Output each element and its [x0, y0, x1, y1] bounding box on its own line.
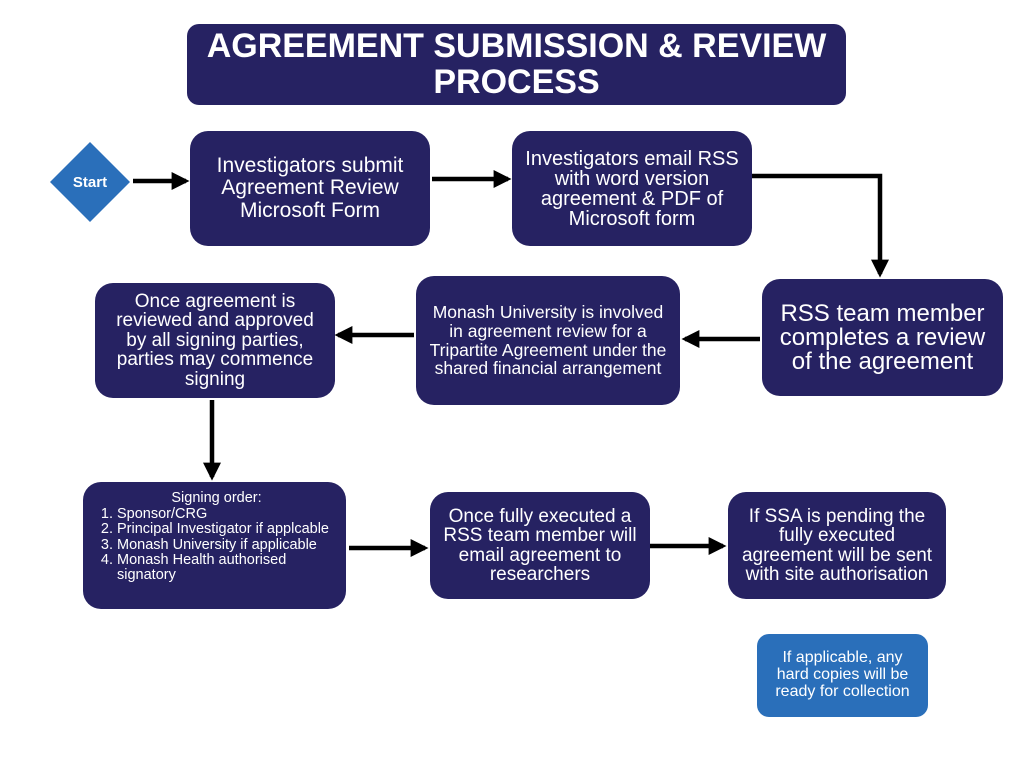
- step-submit-form-text: Investigators submit Agreement Review Mi…: [216, 154, 404, 222]
- step-signing-order: Signing order: Sponsor/CRG Principal Inv…: [83, 482, 346, 609]
- signing-order-item: Monash University if applicable: [117, 537, 340, 553]
- step-submit-form: Investigators submit Agreement Review Mi…: [190, 131, 430, 246]
- step-email-rss-text: Investigators email RSS with word versio…: [525, 147, 739, 230]
- note-hard-copies: If applicable, any hard copies will be r…: [757, 634, 928, 717]
- step-monash-university-text: Monash University is involved in agreeme…: [429, 301, 667, 379]
- step-email-rss: Investigators email RSS with word versio…: [512, 131, 752, 246]
- step-ssa-pending: If SSA is pending the fully executed agr…: [728, 492, 946, 599]
- signing-order-item: Principal Investigator if applcable: [117, 522, 340, 537]
- signing-order-list: Sponsor/CRG Principal Investigator if ap…: [93, 506, 340, 583]
- step-executed: Once fully executed a RSS team member wi…: [430, 492, 650, 599]
- step-rss-review: RSS team member completes a review of th…: [762, 279, 1003, 396]
- arrow-email-to-review: [752, 173, 889, 278]
- step-approved: Once agreement is reviewed and approved …: [95, 283, 335, 398]
- step-monash-university: Monash University is involved in agreeme…: [416, 276, 680, 405]
- start-label: Start: [72, 173, 108, 191]
- signing-order-item: Monash Health authorised signatory: [117, 552, 340, 583]
- page-title: AGREEMENT SUBMISSION & REVIEW PROCESS: [187, 24, 846, 105]
- step-ssa-pending-text: If SSA is pending the fully executed agr…: [741, 505, 933, 585]
- step-rss-review-text: RSS team member completes a review of th…: [779, 299, 986, 375]
- note-hard-copies-text: If applicable, any hard copies will be r…: [775, 649, 910, 700]
- step-executed-text: Once fully executed a RSS team member wi…: [443, 505, 637, 585]
- signing-order-heading: Signing order:: [171, 490, 262, 506]
- start-diamond: [50, 142, 130, 222]
- step-approved-text: Once agreement is reviewed and approved …: [116, 291, 314, 390]
- signing-order-item: Sponsor/CRG: [117, 506, 340, 522]
- page-title-text: AGREEMENT SUBMISSION & REVIEW PROCESS: [206, 26, 827, 101]
